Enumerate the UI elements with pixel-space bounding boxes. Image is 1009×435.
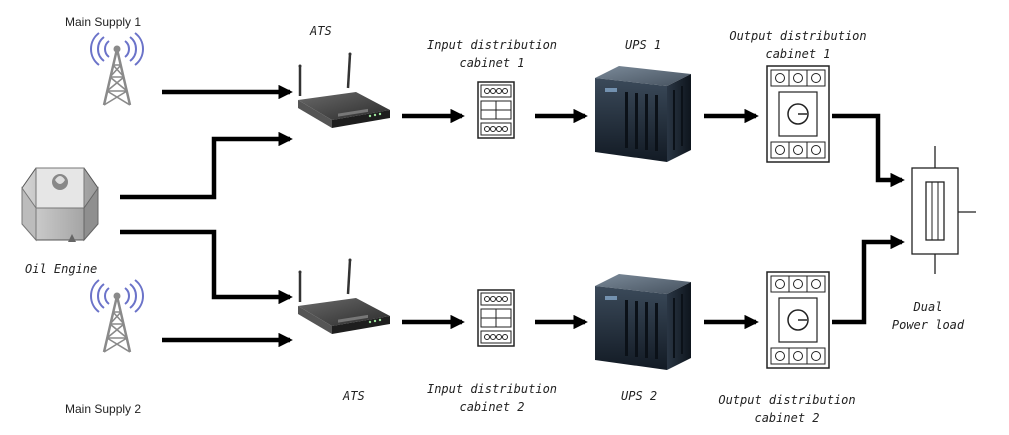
arrow-engine-to-ats-bottom — [120, 229, 293, 305]
generator-icon — [21, 167, 99, 242]
arrow-output1-to-load — [832, 113, 905, 188]
ats-top-label: ATS — [310, 24, 332, 38]
radio-tower-icon — [89, 31, 145, 107]
arrow-output2-to-load — [832, 234, 905, 325]
ups-2-label: UPS 2 — [621, 389, 658, 403]
input-cabinet-1-label: Input distribution cabinet 1 — [426, 38, 558, 70]
router-icon — [296, 257, 392, 336]
output-cabinet-2-label: Output distribution cabinet 2 — [718, 393, 856, 425]
oil-engine-label: Oil Engine — [25, 262, 98, 276]
input-cabinet-2-label: Input distribution cabinet 2 — [426, 382, 558, 414]
breaker-panel-icon — [477, 81, 515, 139]
switch-box-icon — [766, 65, 830, 163]
server-rack-icon — [595, 274, 691, 370]
radio-tower-icon — [89, 278, 145, 354]
breaker-panel-icon — [477, 289, 515, 347]
connector-arrows — [120, 84, 905, 348]
main-supply-1-label: Main Supply 1 — [65, 15, 142, 29]
output-cabinet-1-label: Output distribution cabinet 1 — [729, 29, 867, 61]
main-supply-2-label: Main Supply 2 — [65, 402, 142, 416]
switch-box-icon — [766, 271, 830, 369]
arrow-engine-to-ats-top — [120, 131, 293, 200]
load-label: Dual Power load — [891, 300, 965, 332]
dual-power-load-icon — [911, 146, 976, 274]
router-icon — [296, 51, 392, 130]
server-rack-icon — [595, 66, 691, 162]
ups-1-label: UPS 1 — [625, 38, 662, 52]
ats-bottom-label: ATS — [343, 389, 365, 403]
